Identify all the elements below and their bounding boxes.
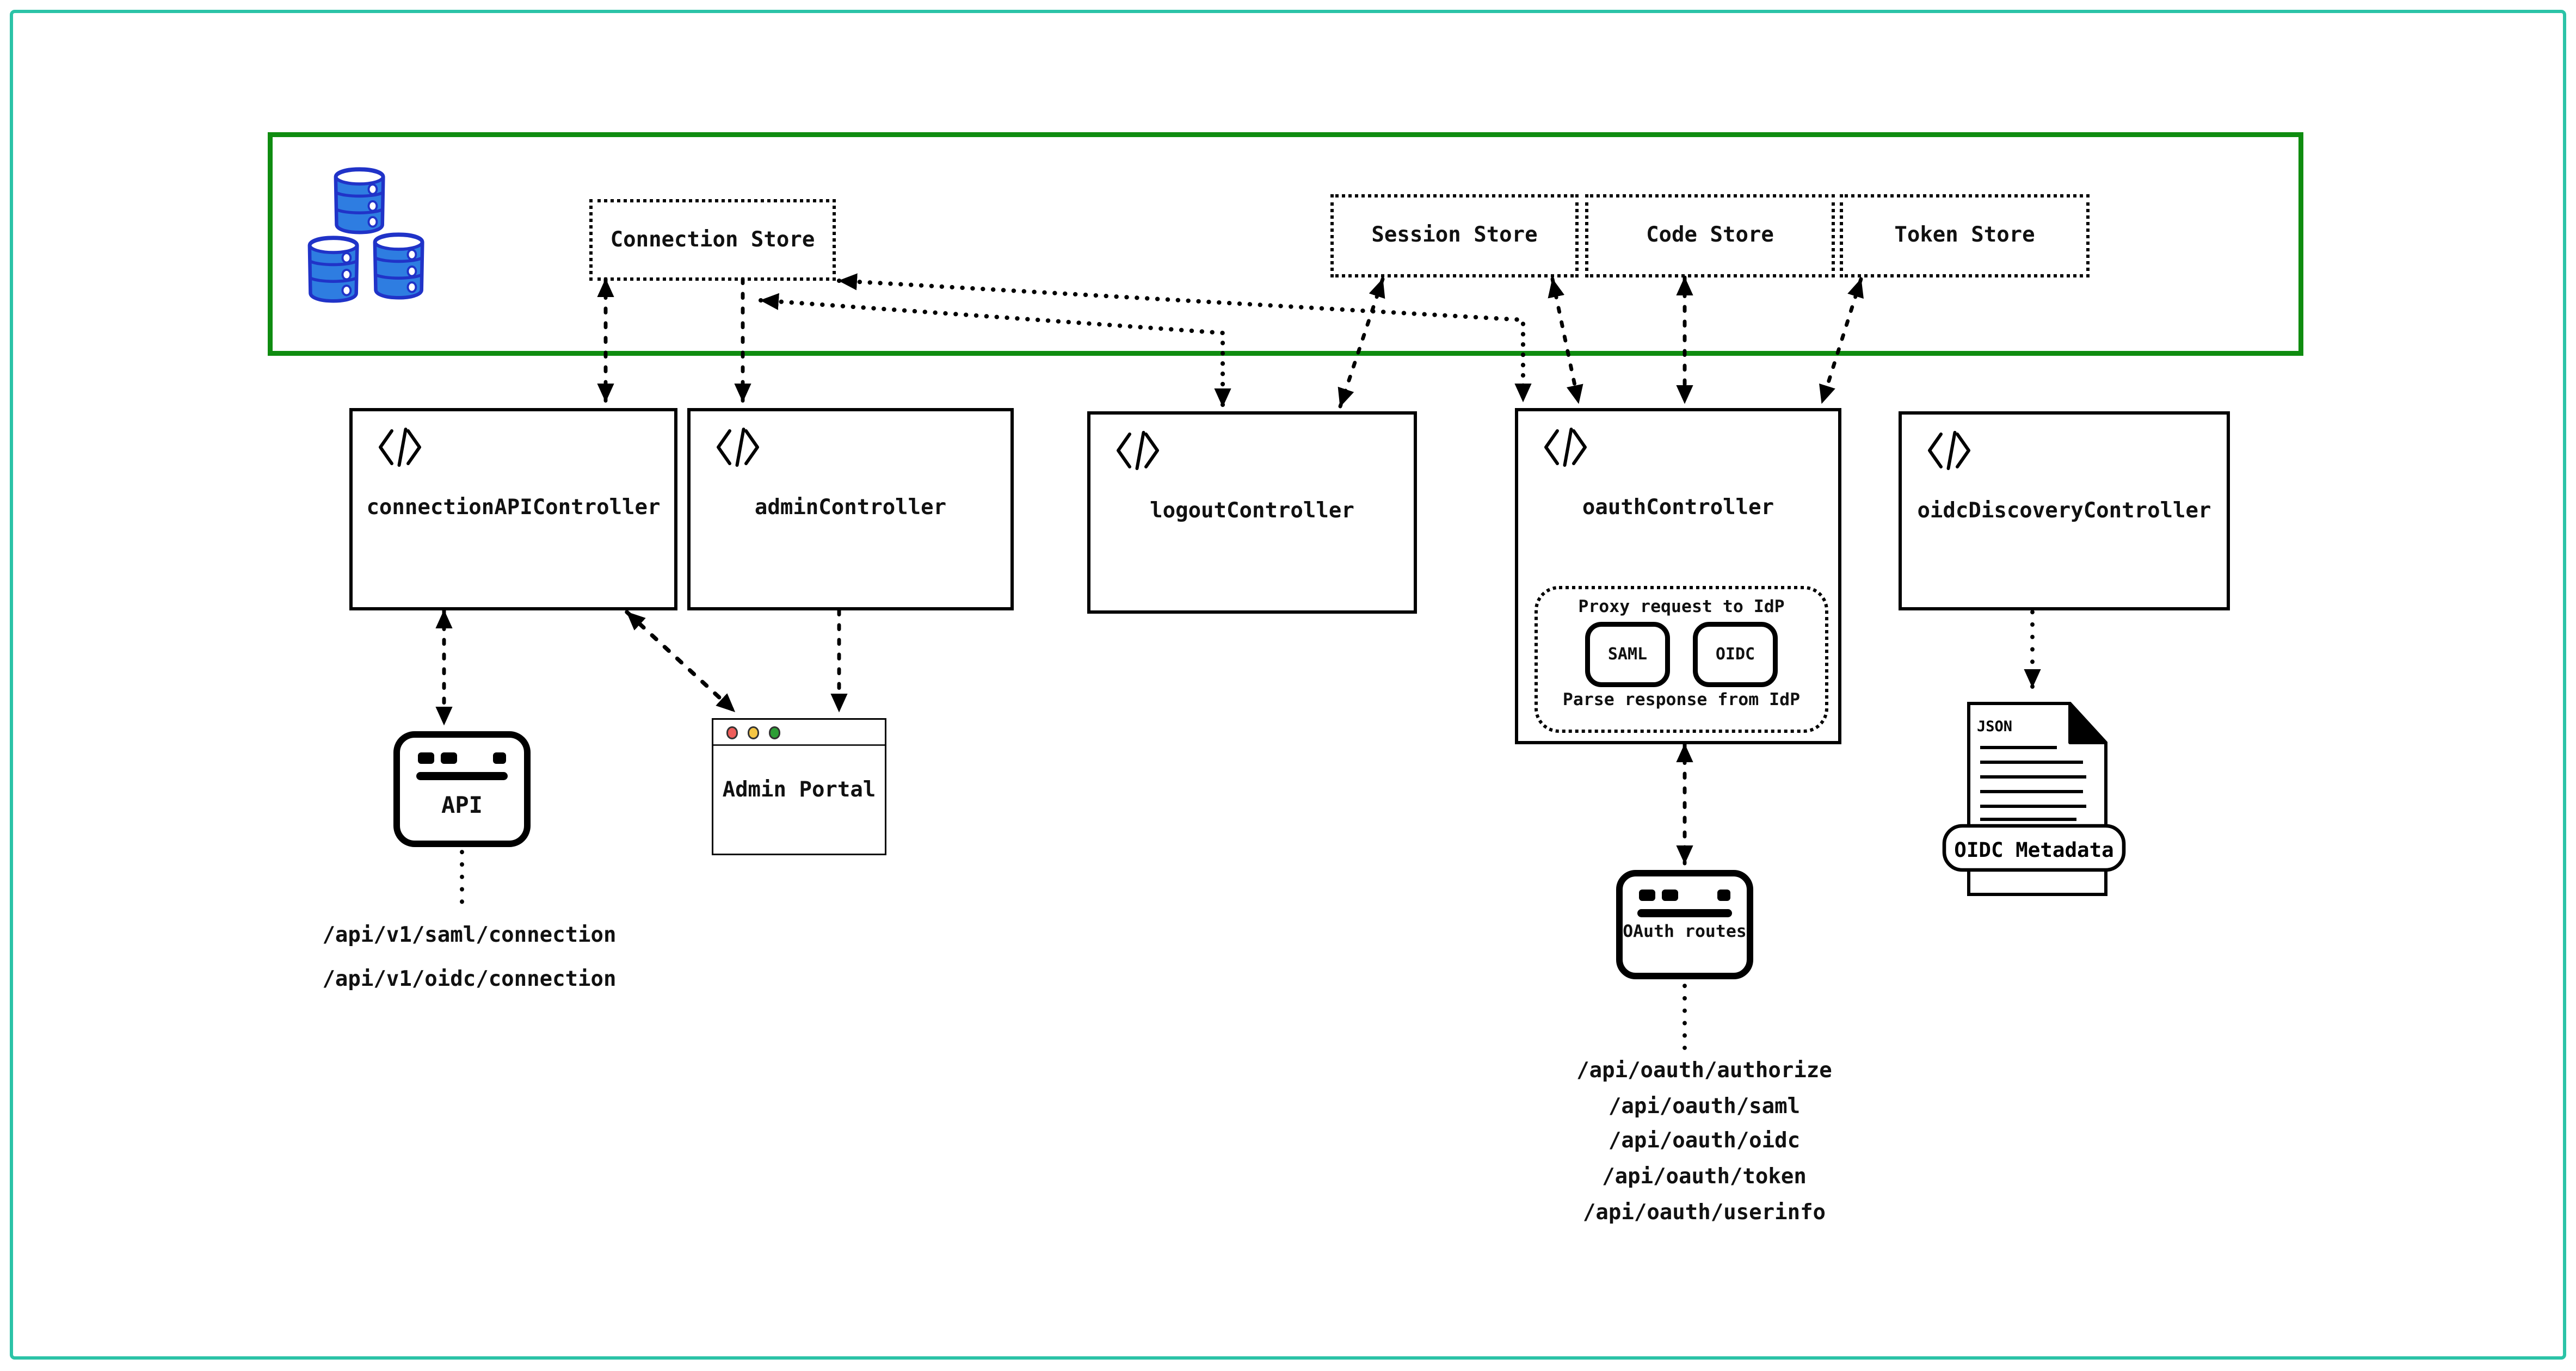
- protocol-chips: SAML OIDC: [1585, 622, 1778, 687]
- token-store-label: Token Store: [1894, 224, 2035, 248]
- connection-api-controller-box: connectionAPIController: [349, 408, 677, 610]
- json-doc-type-label: JSON: [1977, 718, 2012, 735]
- admin-controller-label: adminController: [754, 496, 947, 521]
- json-document-icon: JSON OIDC Metadata: [1942, 702, 2126, 896]
- session-store-box: Session Store: [1330, 194, 1579, 277]
- minimize-dot-icon: [748, 726, 759, 739]
- oidc-discovery-controller-box: oidcDiscoveryController: [1899, 411, 2230, 610]
- logout-controller-label: logoutController: [1150, 499, 1354, 524]
- code-icon: [1926, 431, 1972, 470]
- saml-chip-label: SAML: [1607, 645, 1648, 664]
- code-icon: [715, 428, 761, 467]
- admin-portal-window: Admin Portal: [712, 718, 886, 855]
- oauth-controller-label: oauthController: [1582, 496, 1774, 521]
- route-item: /api/oauth/saml: [1608, 1095, 1801, 1120]
- route-item: /api/oauth/authorize: [1576, 1059, 1832, 1084]
- connection-api-controller-label: connectionAPIController: [366, 496, 661, 521]
- code-icon: [377, 428, 423, 467]
- outer-frame: [10, 10, 2566, 1361]
- code-store-box: Code Store: [1585, 194, 1835, 277]
- logout-controller-box: logoutController: [1087, 411, 1417, 614]
- code-icon: [1543, 428, 1588, 467]
- oidc-metadata-label: OIDC Metadata: [1954, 838, 2114, 862]
- oidc-chip: OIDC: [1693, 622, 1778, 687]
- connection-api-routes-list: /api/v1/saml/connection /api/v1/oidc/con…: [310, 914, 628, 1002]
- oidc-metadata-banner: [1942, 824, 2126, 872]
- saml-chip: SAML: [1585, 622, 1670, 687]
- maximize-dot-icon: [769, 726, 780, 739]
- oidc-discovery-controller-label: oidcDiscoveryController: [1917, 499, 2211, 524]
- admin-controller-box: adminController: [687, 408, 1014, 610]
- parse-response-label: Parse response from IdP: [1562, 690, 1801, 710]
- api-window-label: API: [441, 793, 483, 819]
- route-item: /api/v1/saml/connection: [322, 924, 617, 948]
- route-item: /api/oauth/token: [1602, 1165, 1807, 1190]
- oauth-routes-window: OAuth routes: [1616, 870, 1753, 979]
- connection-store-label: Connection Store: [610, 227, 815, 252]
- database-stack-icon: [291, 157, 447, 320]
- oauth-controller-box: oauthController Proxy request to IdP SAM…: [1515, 408, 1841, 744]
- oidc-chip-label: OIDC: [1715, 645, 1755, 664]
- traffic-lights-icon: [713, 720, 885, 746]
- route-item: /api/oauth/userinfo: [1582, 1201, 1826, 1226]
- code-store-label: Code Store: [1646, 224, 1774, 248]
- route-item: /api/v1/oidc/connection: [322, 968, 617, 992]
- oauth-routes-list: /api/oauth/authorize /api/oauth/saml /ap…: [1559, 1054, 1850, 1232]
- api-window: API: [393, 731, 531, 847]
- idp-proxy-box: Proxy request to IdP SAML OIDC Parse res…: [1534, 586, 1828, 733]
- connection-store-box: Connection Store: [589, 199, 836, 281]
- proxy-request-label: Proxy request to IdP: [1578, 597, 1785, 617]
- token-store-box: Token Store: [1840, 194, 2090, 277]
- route-item: /api/oauth/oidc: [1608, 1130, 1801, 1155]
- code-icon: [1115, 431, 1161, 470]
- oauth-routes-label: OAuth routes: [1623, 922, 1747, 942]
- close-dot-icon: [726, 726, 738, 739]
- admin-portal-label: Admin Portal: [722, 779, 876, 803]
- session-store-label: Session Store: [1371, 224, 1538, 248]
